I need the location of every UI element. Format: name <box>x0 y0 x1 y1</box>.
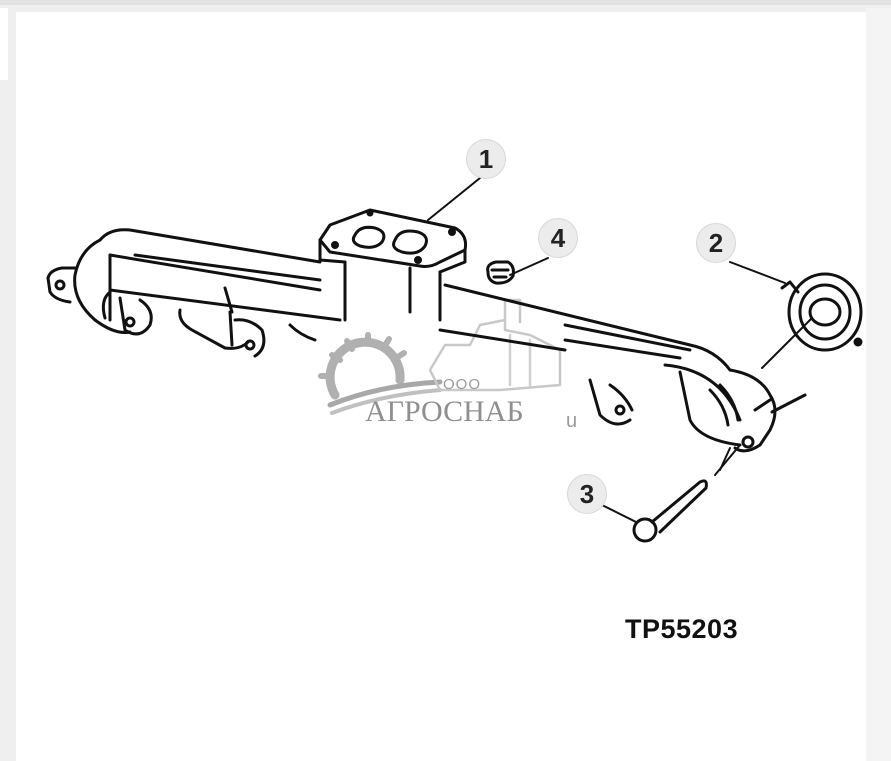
manifold-body <box>46 228 807 471</box>
gasket-part <box>780 272 863 352</box>
right-scroll-gutter[interactable] <box>866 8 891 761</box>
callout-4: 4 <box>538 218 578 258</box>
diagram-card <box>16 12 866 761</box>
callout-1-label: 1 <box>478 143 494 174</box>
callout-2: 2 <box>696 223 736 263</box>
callout-3-label: 3 <box>579 478 595 509</box>
figure-code: TP55203 <box>625 614 739 644</box>
left-panel-edge <box>0 8 8 80</box>
watermark-prefix: ООО <box>443 376 482 393</box>
top-bar <box>0 0 891 5</box>
callout-3: 3 <box>567 474 607 514</box>
watermark-name: АГРОСНАБ <box>365 395 524 428</box>
callout-4-label: 4 <box>550 222 566 253</box>
watermark-logo-graphic <box>318 298 562 415</box>
callout-2-label: 2 <box>708 227 724 258</box>
cap-screw-part <box>632 479 708 543</box>
callout-1: 1 <box>466 139 506 179</box>
nut-part <box>486 260 515 285</box>
turbo-flange <box>318 208 467 322</box>
watermark-suffix: u <box>566 410 578 432</box>
leader-lines <box>427 177 813 523</box>
